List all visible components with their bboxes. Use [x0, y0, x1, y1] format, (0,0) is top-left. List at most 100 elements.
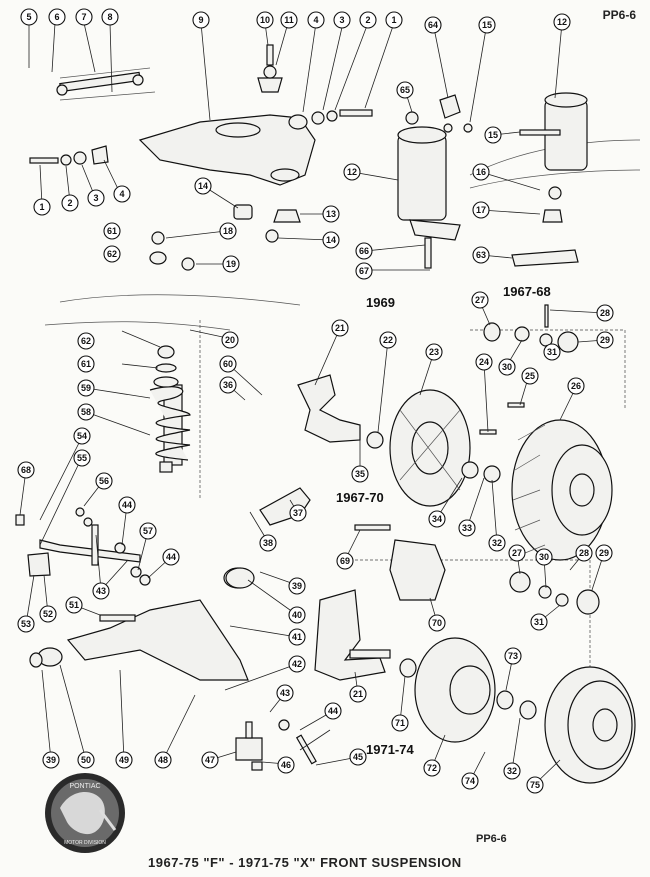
- svg-text:72: 72: [427, 763, 437, 773]
- callout-27: 27: [508, 544, 526, 562]
- svg-text:6: 6: [54, 12, 59, 22]
- upper-shaft: [56, 71, 144, 96]
- svg-text:51: 51: [69, 600, 79, 610]
- svg-text:74: 74: [465, 776, 475, 786]
- svg-text:66: 66: [359, 246, 369, 256]
- svg-text:46: 46: [281, 760, 291, 770]
- svg-text:2: 2: [67, 198, 72, 208]
- callout-29: 29: [595, 544, 613, 562]
- callout-18: 18: [219, 222, 237, 240]
- callout-31: 31: [543, 343, 561, 361]
- callout-41: 41: [288, 628, 306, 646]
- callout-6: 6: [48, 8, 66, 26]
- callout-39: 39: [42, 751, 60, 769]
- callout-20: 20: [221, 331, 239, 349]
- callout-12: 12: [343, 163, 361, 181]
- svg-text:9: 9: [198, 15, 203, 25]
- callout-9: 9: [192, 11, 210, 29]
- lower-bushing: [225, 567, 255, 589]
- svg-text:67: 67: [359, 266, 369, 276]
- svg-text:22: 22: [383, 335, 393, 345]
- callout-73: 73: [504, 647, 522, 665]
- svg-text:41: 41: [292, 632, 302, 642]
- callout-58: 58: [77, 403, 95, 421]
- svg-text:55: 55: [77, 453, 87, 463]
- svg-text:68: 68: [21, 465, 31, 475]
- svg-text:32: 32: [492, 538, 502, 548]
- callout-67: 67: [355, 262, 373, 280]
- callout-50: 50: [77, 751, 95, 769]
- year-label-1967-70: 1967-70: [336, 490, 384, 505]
- svg-text:47: 47: [205, 755, 215, 765]
- svg-text:38: 38: [263, 538, 273, 548]
- callout-74: 74: [461, 772, 479, 790]
- svg-text:54: 54: [77, 431, 87, 441]
- callout-24: 24: [475, 353, 493, 371]
- svg-text:1: 1: [391, 15, 396, 25]
- svg-text:61: 61: [107, 226, 117, 236]
- svg-text:14: 14: [326, 235, 336, 245]
- svg-text:43: 43: [96, 586, 106, 596]
- callout-30: 30: [498, 358, 516, 376]
- upper-bolt-set: [29, 109, 373, 166]
- svg-text:62: 62: [81, 336, 91, 346]
- callout-40: 40: [288, 606, 306, 624]
- page-code-top: PP6-6: [602, 8, 636, 22]
- callout-14: 14: [194, 177, 212, 195]
- callout-55: 55: [73, 449, 91, 467]
- svg-text:36: 36: [223, 380, 233, 390]
- svg-text:14: 14: [198, 181, 208, 191]
- svg-text:25: 25: [525, 371, 535, 381]
- svg-text:37: 37: [293, 508, 303, 518]
- svg-text:4: 4: [313, 15, 318, 25]
- svg-text:28: 28: [579, 548, 589, 558]
- steering-knuckle-1971-74: [314, 589, 391, 681]
- svg-text:28: 28: [600, 308, 610, 318]
- upper-ball-joint: [257, 44, 283, 93]
- callout-57: 57: [139, 522, 157, 540]
- svg-text:26: 26: [571, 381, 581, 391]
- callout-28: 28: [575, 544, 593, 562]
- callout-31: 31: [530, 613, 548, 631]
- callout-21: 21: [331, 319, 349, 337]
- callout-53: 53: [17, 615, 35, 633]
- callout-30: 30: [535, 548, 553, 566]
- svg-text:23: 23: [429, 347, 439, 357]
- svg-text:57: 57: [143, 526, 153, 536]
- year-label-1971-74: 1971-74: [366, 742, 414, 757]
- logo-text-bottom: MOTOR DIVISION: [64, 840, 106, 846]
- lower-bolt: [278, 719, 317, 765]
- svg-text:39: 39: [292, 581, 302, 591]
- callout-34: 34: [428, 510, 446, 528]
- svg-text:59: 59: [81, 383, 91, 393]
- svg-text:3: 3: [339, 15, 344, 25]
- callout-10: 10: [256, 11, 274, 29]
- leader-lines: [19, 22, 606, 785]
- brake-drum: [511, 419, 613, 561]
- callout-45: 45: [349, 748, 367, 766]
- page-code-bottom: PP6-6: [476, 833, 507, 845]
- svg-text:8: 8: [107, 12, 112, 22]
- callout-62: 62: [103, 245, 121, 263]
- callout-3: 3: [87, 189, 105, 207]
- svg-text:63: 63: [476, 250, 486, 260]
- svg-text:21: 21: [335, 323, 345, 333]
- callout-60: 60: [219, 355, 237, 373]
- svg-text:21: 21: [353, 689, 363, 699]
- callout-12: 12: [553, 13, 571, 31]
- callout-19: 19: [222, 255, 240, 273]
- callout-32: 32: [488, 534, 506, 552]
- callout-8: 8: [101, 8, 119, 26]
- svg-text:18: 18: [223, 226, 233, 236]
- upper-control-arm: [138, 114, 316, 186]
- splash-shield: [414, 637, 496, 743]
- svg-text:49: 49: [119, 755, 129, 765]
- callout-43: 43: [276, 684, 294, 702]
- svg-text:30: 30: [502, 362, 512, 372]
- callout-46: 46: [277, 756, 295, 774]
- callout-51: 51: [65, 596, 83, 614]
- logo-text-top: PONTIAC: [69, 783, 100, 790]
- callout-59: 59: [77, 379, 95, 397]
- svg-text:45: 45: [353, 752, 363, 762]
- pontiac-logo: PONTIAC MOTOR DIVISION: [45, 773, 125, 853]
